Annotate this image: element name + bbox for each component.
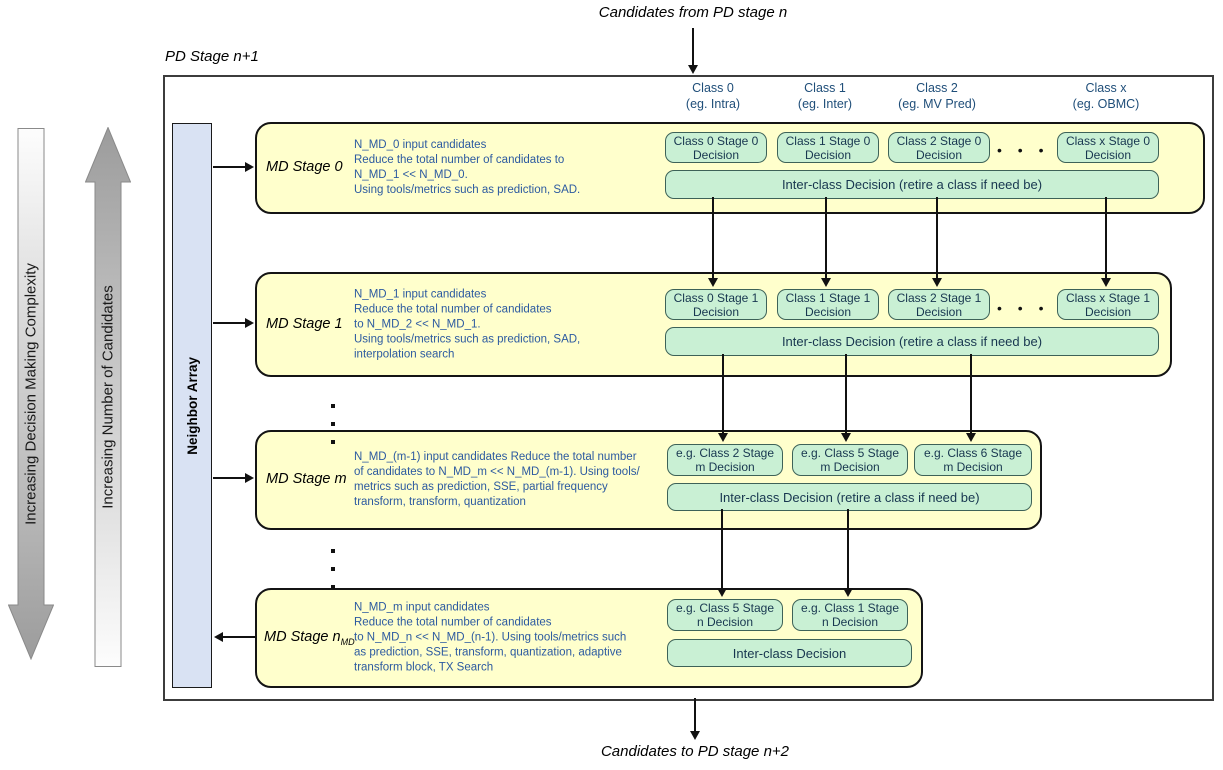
- flow-arrow-icon: [718, 354, 728, 442]
- neighbor-to-stage0-arrow-icon: [213, 162, 254, 172]
- class-decision-box: e.g. Class 6 Stage m Decision: [914, 444, 1032, 476]
- flow-arrow-icon: [1101, 197, 1111, 287]
- neighbor-to-stage1-arrow-icon: [213, 318, 254, 328]
- md-stage-n: MD Stage nMD N_MD_m input candidates Red…: [255, 588, 923, 688]
- neighbor-array-label: Neighbor Array: [184, 356, 200, 455]
- class-decision-box: Class 0 Stage 1 Decision: [665, 289, 767, 320]
- md-stage-m: MD Stage m N_MD_(m-1) input candidates R…: [255, 430, 1042, 530]
- inter-class-decision: Inter-class Decision (retire a class if …: [667, 483, 1032, 511]
- vertical-ellipsis-icon: [331, 404, 335, 408]
- flow-arrow-icon: [932, 197, 942, 287]
- horizontal-ellipsis: • • •: [997, 142, 1046, 158]
- stage-label: MD Stage nMD: [264, 629, 355, 647]
- stage-label: MD Stage 0: [266, 159, 343, 176]
- stage-description: N_MD_m input candidates Reduce the total…: [354, 601, 627, 674]
- class-header-example: (eg. Inter): [797, 97, 853, 111]
- flow-arrow-icon: [821, 197, 831, 287]
- candidates-in-arrow-icon: [688, 28, 698, 74]
- class-decision-box: Class x Stage 1 Decision: [1057, 289, 1159, 320]
- flow-arrow-icon: [843, 509, 853, 597]
- flow-arrow-icon: [841, 354, 851, 442]
- class-header-name: Class 2: [916, 81, 958, 95]
- flow-arrow-icon: [708, 197, 718, 287]
- up-arrow-icon: [85, 127, 131, 667]
- class-decision-box: Class 0 Stage 0 Decision: [665, 132, 767, 163]
- class-header-example: (eg. Intra): [685, 97, 741, 111]
- vertical-ellipsis-icon: [331, 549, 335, 553]
- class-decision-box: e.g. Class 2 Stage m Decision: [667, 444, 783, 476]
- horizontal-ellipsis: • • •: [997, 300, 1046, 316]
- class-decision-box: Class 1 Stage 1 Decision: [777, 289, 879, 320]
- flow-arrow-icon: [717, 509, 727, 597]
- candidates-arrow-label: Increasing Number of Candidates: [99, 285, 117, 509]
- md-stage-0: MD Stage 0 N_MD_0 input candidates Reduc…: [255, 122, 1205, 214]
- down-arrow-icon: [8, 128, 54, 660]
- class-decision-box: Class x Stage 0 Decision: [1057, 132, 1159, 163]
- stage-label: MD Stage 1: [266, 315, 343, 332]
- class-header-name: Class 0: [692, 81, 734, 95]
- class-header-example: (eg. MV Pred): [898, 97, 976, 111]
- class-header-1: Class 1 (eg. Inter): [765, 80, 885, 112]
- pd-stage-label: PD Stage n+1: [165, 48, 259, 65]
- class-decision-box: e.g. Class 5 Stage m Decision: [792, 444, 908, 476]
- stagen-to-neighbor-arrow-icon: [214, 632, 255, 642]
- stage-description: N_MD_(m-1) input candidates Reduce the t…: [354, 451, 640, 508]
- class-header-x: Class x (eg. OBMC): [1046, 80, 1166, 112]
- class-decision-box: Class 1 Stage 0 Decision: [777, 132, 879, 163]
- stage-label: MD Stage m: [266, 471, 347, 488]
- class-decision-box: Class 2 Stage 0 Decision: [888, 132, 990, 163]
- candidates-out-arrow-icon: [690, 698, 700, 740]
- stage-description: N_MD_0 input candidates Reduce the total…: [354, 139, 581, 196]
- candidates-in-label: Candidates from PD stage n: [598, 4, 788, 21]
- candidates-arrow: Increasing Number of Candidates: [85, 127, 131, 667]
- stage-description: N_MD_1 input candidates Reduce the total…: [354, 288, 581, 360]
- class-header-0: Class 0 (eg. Intra): [653, 80, 773, 112]
- neighbor-array: Neighbor Array: [172, 123, 212, 688]
- class-header-name: Class x: [1085, 81, 1127, 95]
- inter-class-decision: Inter-class Decision (retire a class if …: [665, 327, 1159, 356]
- complexity-arrow-label: Increasing Decision Making Complexity: [22, 263, 40, 525]
- class-header-2: Class 2 (eg. MV Pred): [877, 80, 997, 112]
- flow-arrow-icon: [966, 354, 976, 442]
- class-decision-box: e.g. Class 1 Stage n Decision: [792, 599, 908, 631]
- inter-class-decision: Inter-class Decision: [667, 639, 912, 667]
- neighbor-to-stagem-arrow-icon: [213, 473, 254, 483]
- class-header-name: Class 1: [804, 81, 846, 95]
- complexity-arrow: Increasing Decision Making Complexity: [8, 128, 54, 660]
- class-decision-box: e.g. Class 5 Stage n Decision: [667, 599, 783, 631]
- class-decision-box: Class 2 Stage 1 Decision: [888, 289, 990, 320]
- candidates-out-label: Candidates to PD stage n+2: [600, 743, 790, 760]
- class-header-example: (eg. OBMC): [1072, 97, 1140, 111]
- md-stage-1: MD Stage 1 N_MD_1 input candidates Reduc…: [255, 272, 1172, 377]
- inter-class-decision: Inter-class Decision (retire a class if …: [665, 170, 1159, 199]
